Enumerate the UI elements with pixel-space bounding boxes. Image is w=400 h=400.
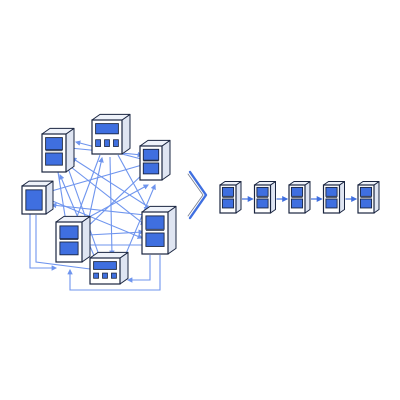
pipeline-device-p5 — [357, 181, 380, 214]
link-arrow — [126, 255, 151, 283]
link-arrow — [67, 167, 102, 260]
device-d2 — [91, 113, 131, 155]
pipeline-device-p2 — [253, 181, 276, 214]
device-d7 — [89, 251, 129, 285]
device-d5 — [55, 215, 91, 263]
link-arrow — [87, 156, 104, 223]
link-arrow — [79, 184, 149, 223]
link-arrow — [46, 164, 143, 194]
device-d3 — [139, 139, 171, 181]
pipeline-device-p4 — [322, 181, 345, 214]
link-arrow — [117, 154, 149, 211]
pipeline-device-p1 — [219, 181, 242, 214]
link-arrow — [73, 154, 101, 224]
link-arrow — [29, 210, 58, 271]
link-arrow — [81, 171, 146, 233]
link-arrow — [109, 156, 115, 257]
link-arrow — [35, 215, 100, 273]
device-d4 — [21, 180, 54, 215]
chevron-right-icon — [187, 170, 208, 220]
link-arrow — [87, 229, 145, 236]
link-arrow — [50, 202, 146, 216]
link-arrow — [71, 157, 151, 209]
link-arrow — [57, 171, 69, 224]
link-arrow — [67, 255, 161, 291]
right-pipeline — [219, 181, 380, 214]
link-arrow — [124, 183, 156, 257]
link-arrow — [61, 159, 146, 226]
pipeline-device-p3 — [288, 181, 311, 214]
device-d1 — [41, 127, 75, 173]
left-cluster — [21, 113, 177, 285]
device-d6 — [141, 205, 177, 255]
